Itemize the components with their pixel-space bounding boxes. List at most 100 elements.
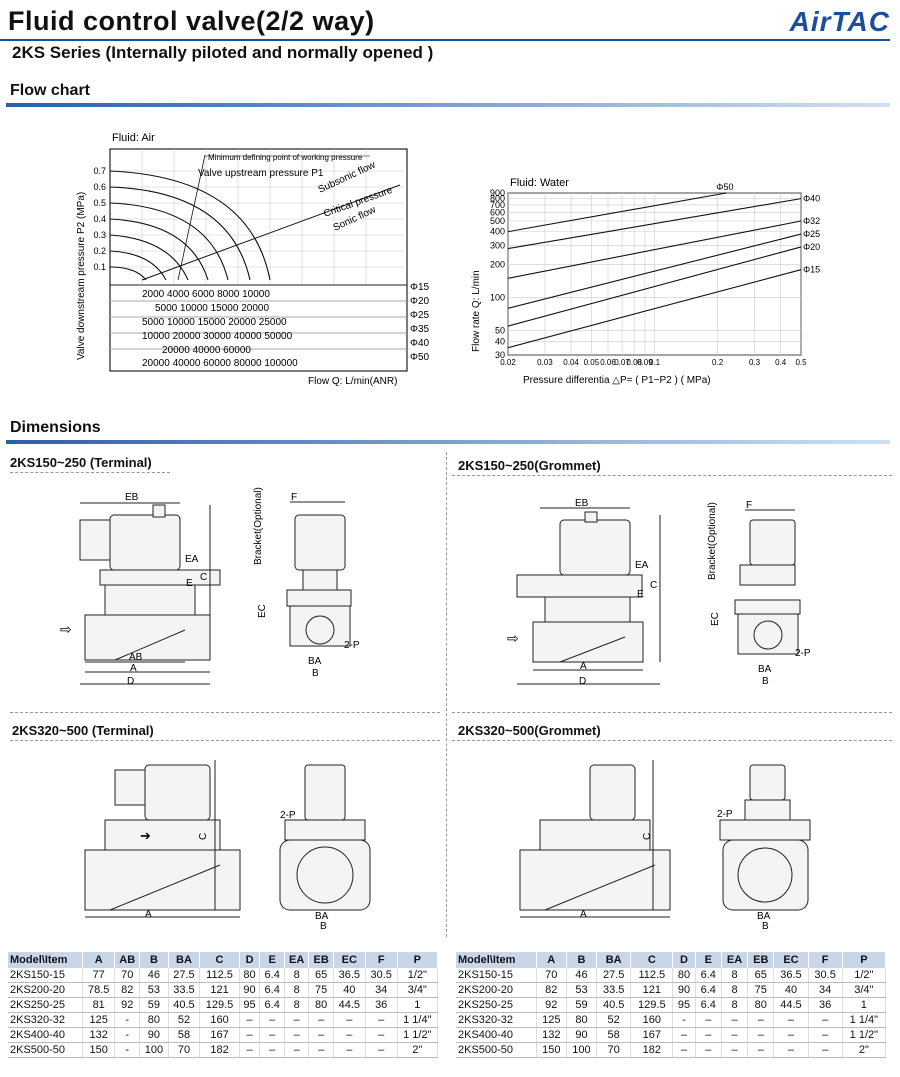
scale-ticks-20: 5000 10000 15000 20000 — [155, 303, 269, 314]
value-cell: 52 — [168, 1012, 201, 1028]
model-cell: 2KS320-32 — [456, 1012, 537, 1028]
title-underline — [10, 472, 170, 473]
svg-text:B: B — [320, 921, 327, 932]
svg-text:F: F — [746, 500, 752, 511]
value-cell: 92 — [536, 997, 567, 1013]
value-cell: 36 — [808, 997, 843, 1013]
air-chart-yticks: 0.7 0.6 0.5 0.4 0.3 0.2 0.1 — [93, 166, 106, 272]
annot-p1: Valve upstream pressure P1 — [198, 168, 324, 179]
svg-text:A: A — [130, 663, 137, 674]
x-tick-label: 0.08 — [626, 358, 642, 367]
value-cell: 95 — [672, 997, 696, 1013]
annot-min-point: Minimum defining point of working pressu… — [208, 153, 363, 162]
scale-ticks-40: 20000 40000 60000 — [162, 345, 251, 356]
water-chart-grid — [507, 192, 802, 356]
column-header: BA — [168, 952, 201, 968]
value-cell: – — [365, 1012, 398, 1028]
value-cell: 65 — [308, 968, 334, 983]
valve-side-view — [286, 514, 352, 647]
model-cell: 2KS400-40 — [8, 1027, 84, 1043]
value-cell: – — [259, 1012, 285, 1028]
model-cell: 2KS400-40 — [456, 1027, 537, 1043]
valve-side-view — [279, 764, 371, 911]
value-cell: 75 — [308, 982, 334, 998]
value-cell: 1 — [842, 997, 887, 1013]
value-cell: 40 — [773, 982, 809, 998]
value-cell: 77 — [82, 968, 116, 983]
x-tick-label: 0.04 — [563, 358, 579, 367]
value-cell: – — [747, 1012, 775, 1028]
front-dimension-labels: C A — [520, 760, 670, 920]
value-cell: – — [239, 1012, 261, 1028]
valve-side-view — [734, 519, 801, 655]
svg-text:A: A — [580, 661, 587, 672]
value-cell: 30.5 — [808, 968, 843, 983]
value-cell: 27.5 — [168, 968, 201, 983]
value-cell: – — [333, 1012, 366, 1028]
scale-ticks-15: 2000 4000 6000 8000 10000 — [142, 289, 270, 300]
ytick: 0.7 — [93, 166, 106, 176]
value-cell: – — [808, 1042, 843, 1058]
value-cell: 150 — [82, 1042, 116, 1058]
value-cell: 40.5 — [596, 997, 632, 1013]
model-cell: 2KS200-20 — [456, 982, 537, 998]
water-chart-xlabel: Pressure differentia △P= ( P1−P2 ) ( MPa… — [523, 375, 711, 386]
air-chart-grid — [110, 149, 407, 285]
column-header: EA — [721, 952, 749, 968]
model-cell: 2KS200-20 — [8, 982, 84, 998]
value-cell: 6.4 — [695, 968, 722, 983]
value-cell: 8 — [284, 982, 310, 998]
value-cell: 59 — [139, 997, 169, 1013]
title-underline — [10, 740, 440, 741]
y-tick-label: 40 — [495, 336, 505, 346]
diagram-grommet-large: C A 2-P BA B — [519, 760, 811, 932]
svg-text:C: C — [642, 833, 653, 840]
row-divider — [452, 712, 892, 713]
y-tick-label: 800 — [490, 194, 505, 204]
column-header: Model\Item — [8, 952, 84, 968]
x-tick-label: 0.3 — [749, 358, 761, 367]
value-cell: 82 — [536, 982, 567, 998]
water-flow-chart: Fluid: Water 900800700600500400300200100… — [471, 177, 820, 386]
svg-text:B: B — [762, 676, 769, 687]
value-cell: - — [114, 1027, 141, 1043]
ytick: 0.6 — [93, 182, 106, 192]
series-label: Φ40 — [803, 194, 820, 204]
column-header: AB — [114, 952, 141, 968]
brand-logo: AirTAC — [789, 6, 890, 37]
value-cell: 52 — [596, 1012, 632, 1028]
series-line — [507, 198, 802, 250]
value-cell: - — [672, 1012, 696, 1028]
value-cell: 6.4 — [695, 982, 722, 998]
x-tick-label: 0.4 — [775, 358, 787, 367]
svg-text:B: B — [762, 921, 769, 932]
value-cell: 132 — [536, 1027, 567, 1043]
value-cell: 182 — [199, 1042, 240, 1058]
diagram-terminal-large: ➔ C A 2-P BA B — [84, 760, 371, 932]
value-cell: – — [721, 1027, 749, 1043]
value-cell: 33.5 — [168, 982, 201, 998]
svg-text:D: D — [127, 676, 134, 687]
svg-text:2-P: 2-P — [717, 809, 733, 820]
scale-label-25: Φ25 — [410, 310, 430, 321]
section-dimensions: Dimensions — [10, 419, 101, 436]
value-cell: – — [308, 1042, 334, 1058]
value-cell: 40 — [333, 982, 366, 998]
value-cell: 1 1/2" — [397, 1027, 439, 1043]
x-tick-label: 0.06 — [600, 358, 616, 367]
diagram-grommet-small: ⇨ EB EA E C A D Bracket(Optional) F EC 2… — [507, 498, 811, 687]
series-label: Φ20 — [803, 242, 820, 252]
svg-text:2-P: 2-P — [280, 810, 296, 821]
svg-text:F: F — [291, 492, 297, 503]
valve-front-view — [79, 504, 221, 661]
value-cell: 90 — [672, 982, 696, 998]
scale-label-50: Φ50 — [410, 352, 430, 363]
section-flow-chart: Flow chart — [10, 82, 91, 99]
value-cell: 3/4" — [842, 982, 887, 998]
value-cell: 92 — [114, 997, 141, 1013]
valve-side-view — [719, 764, 811, 911]
svg-text:2-P: 2-P — [344, 640, 360, 651]
svg-text:EB: EB — [575, 498, 589, 509]
value-cell: 30.5 — [365, 968, 398, 983]
